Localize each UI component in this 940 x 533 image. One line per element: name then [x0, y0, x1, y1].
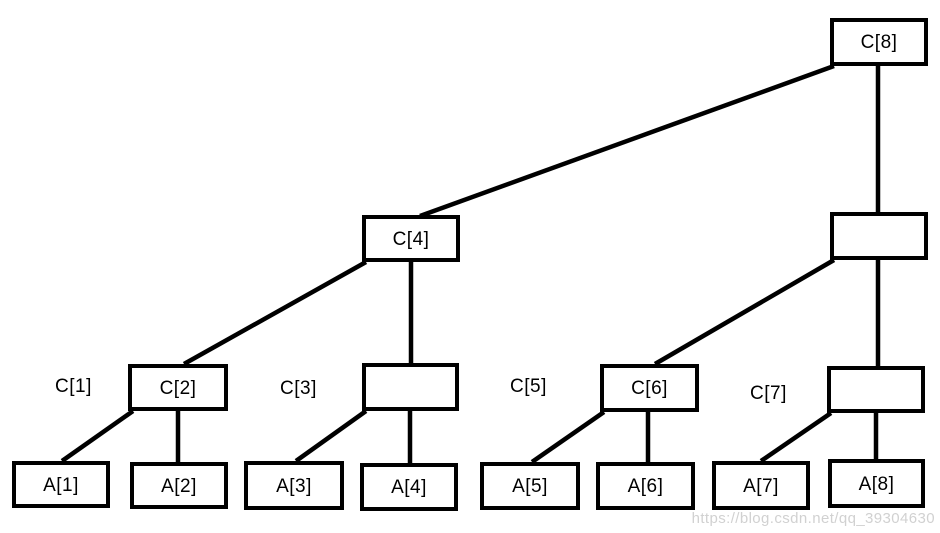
tree-node-a4: A[4] — [360, 463, 458, 511]
tree-node-a2: A[2] — [130, 462, 228, 509]
tree-node-blank-mid — [362, 363, 459, 411]
tree-node-a7: A[7] — [712, 461, 810, 510]
watermark-url: https://blog.csdn.net/qq_39304630 — [691, 510, 935, 527]
tree-node-label-a1: A[1] — [43, 474, 79, 496]
tree-node-blank-right — [830, 212, 928, 260]
tree-node-label-a4: A[4] — [391, 477, 427, 498]
tree-node-label-a7: A[7] — [743, 475, 779, 497]
floating-label-c7: C[7] — [750, 383, 787, 404]
tree-node-a1: A[1] — [12, 461, 110, 508]
tree-node-a3: A[3] — [244, 461, 344, 510]
edge-c4-c2 — [182, 260, 368, 366]
tree-node-label-c2: C[2] — [159, 377, 197, 399]
tree-node-a8: A[8] — [828, 459, 925, 508]
tree-node-label-a6: A[6] — [627, 476, 664, 497]
tree-node-a5: A[5] — [480, 462, 580, 510]
tree-node-c6: C[6] — [600, 364, 699, 412]
edge-c6-a5 — [530, 410, 606, 464]
tree-node-label-c6: C[6] — [631, 378, 668, 399]
tree-node-label-a2: A[2] — [161, 475, 197, 497]
edge-c2-a1 — [60, 409, 135, 463]
edge-blank-bottomright-a7 — [759, 411, 833, 463]
floating-label-c5: C[5] — [510, 376, 547, 397]
tree-node-blank-bottomright — [827, 366, 925, 413]
edge-blank-mid-a3 — [294, 409, 368, 463]
edge-c8-c4 — [419, 63, 835, 219]
tree-node-label-c8: C[8] — [860, 32, 898, 53]
floating-label-c3: C[3] — [280, 378, 317, 399]
tree-node-a6: A[6] — [596, 462, 695, 510]
tree-node-label-a3: A[3] — [276, 475, 312, 497]
tree-node-c2: C[2] — [128, 364, 228, 411]
floating-label-c1: C[1] — [55, 376, 92, 397]
tree-node-label-a5: A[5] — [512, 476, 548, 497]
edge-blank-right-c6 — [653, 258, 836, 366]
tree-node-c8: C[8] — [830, 18, 928, 66]
tree-node-label-c4: C[4] — [392, 228, 430, 250]
tree-node-label-a8: A[8] — [858, 473, 895, 495]
tree-node-c4: C[4] — [362, 215, 460, 262]
